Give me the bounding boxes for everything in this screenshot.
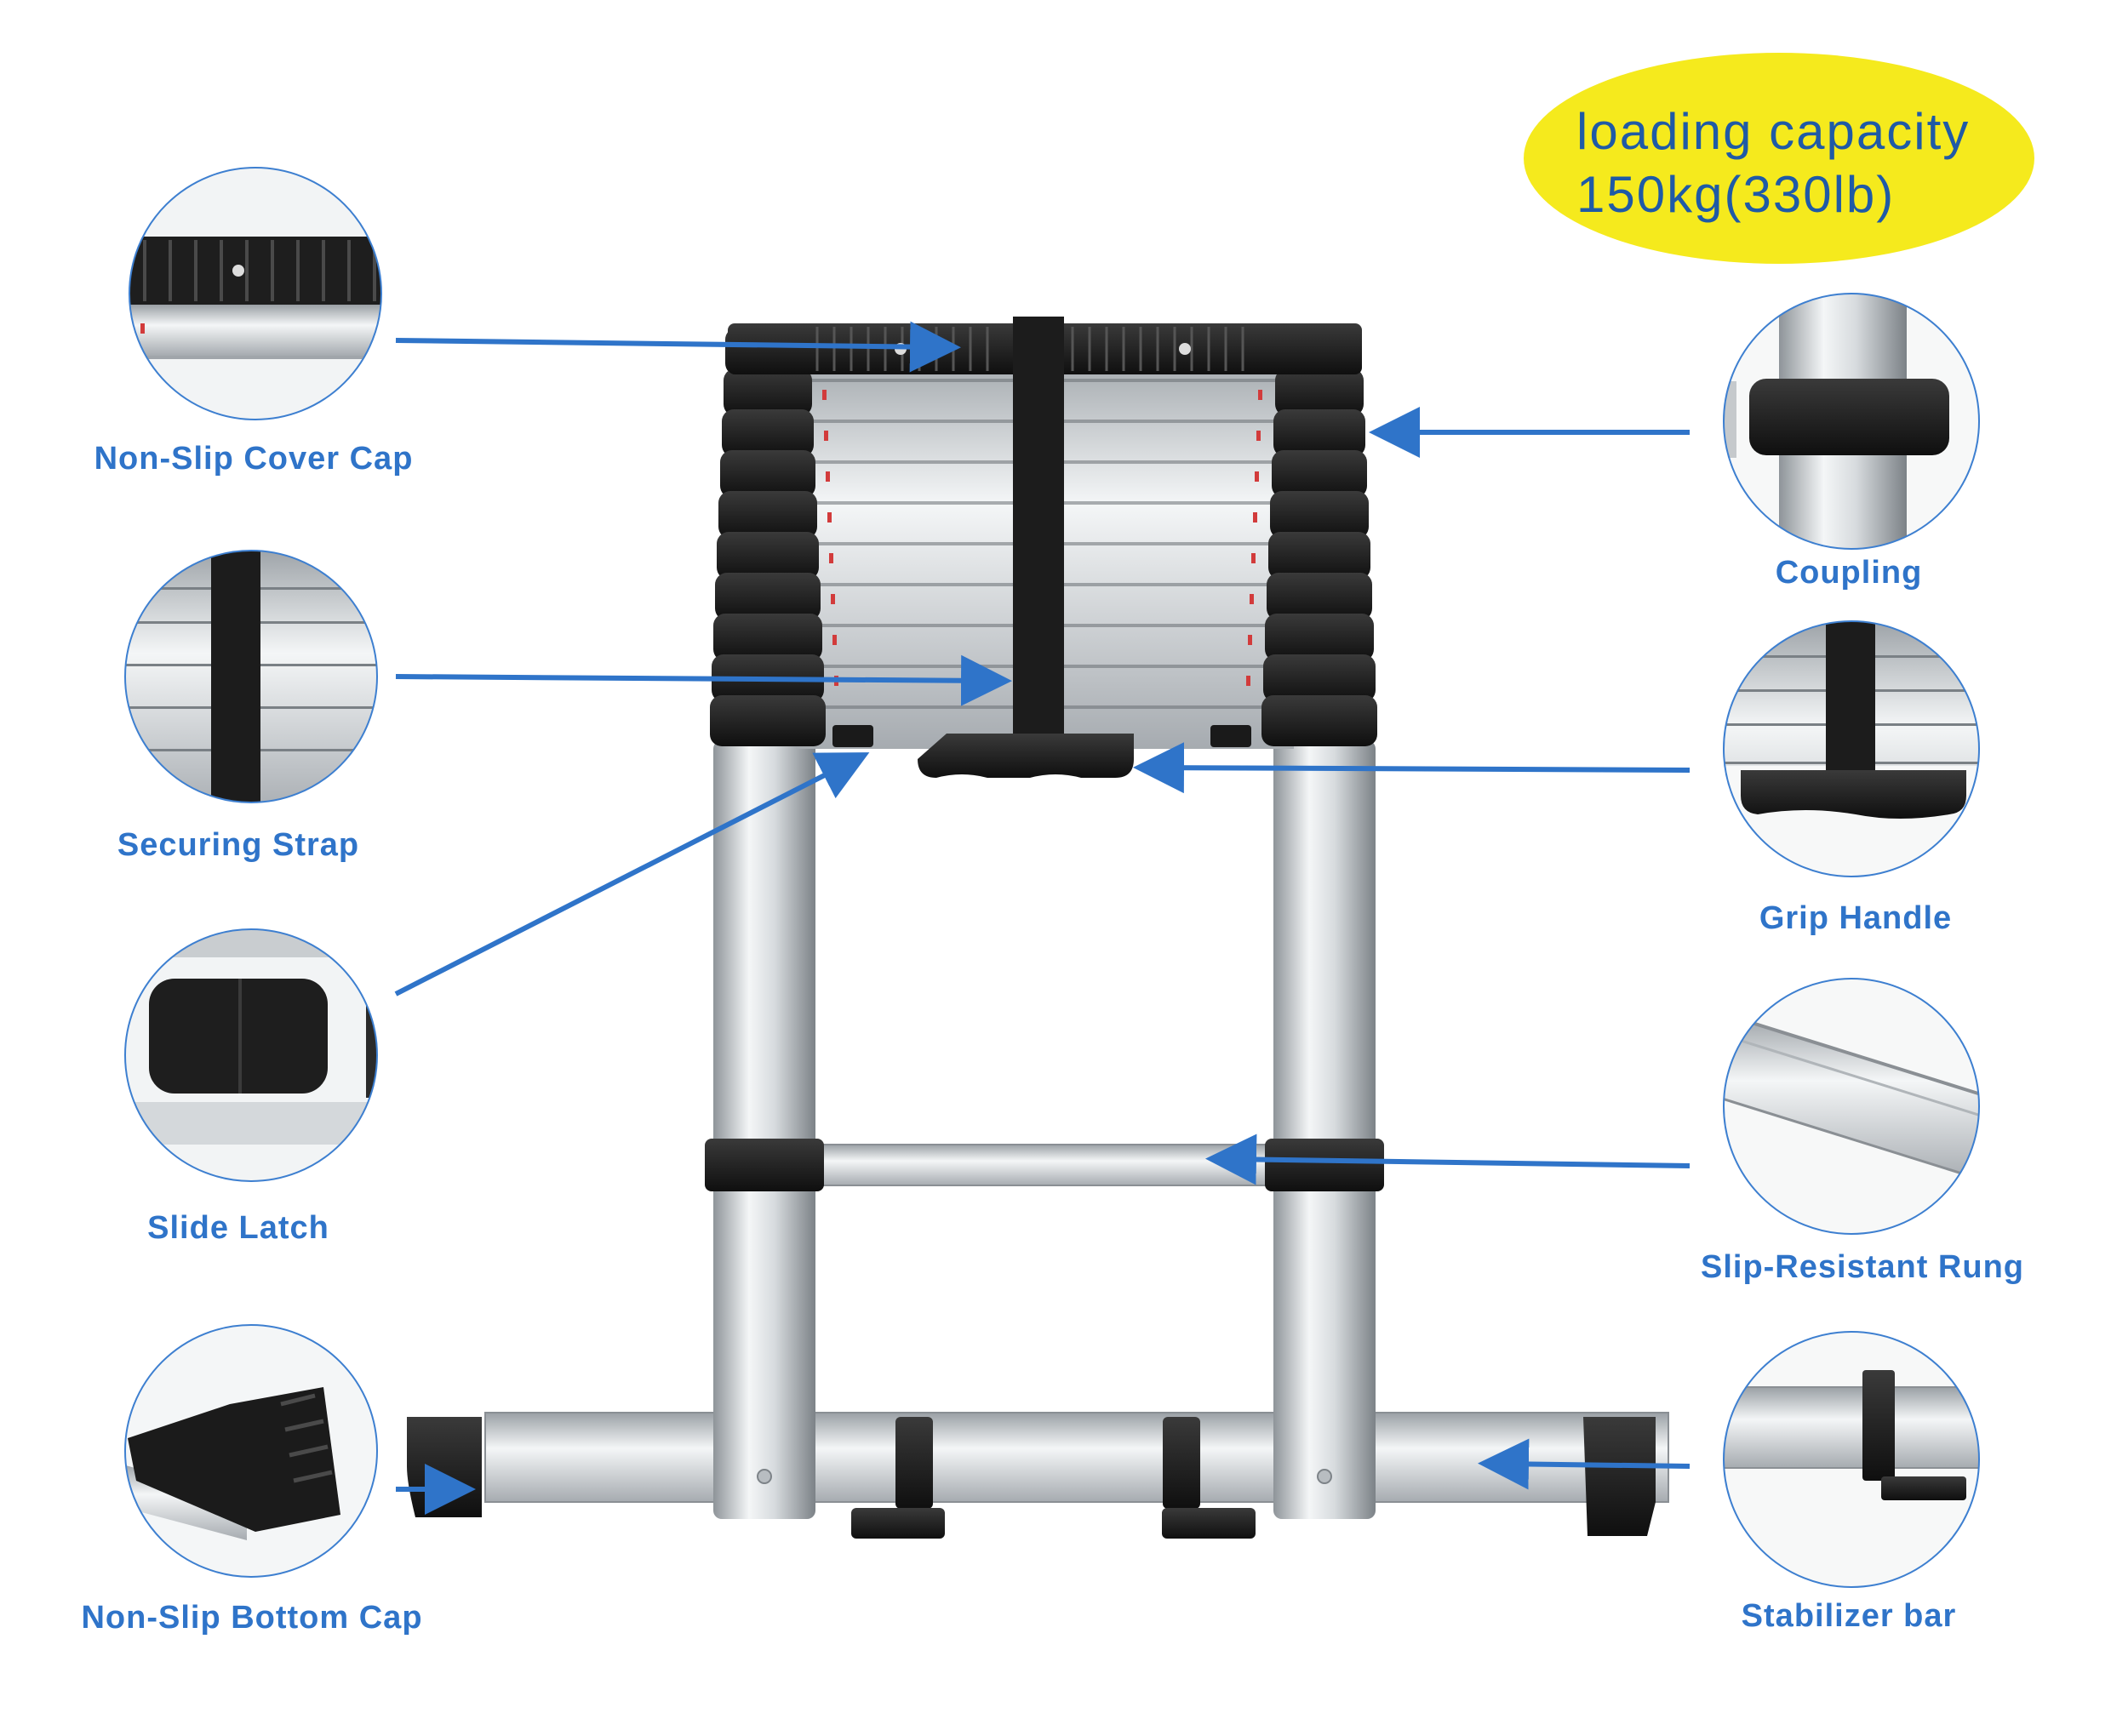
detail-grip-handle bbox=[1723, 620, 1980, 877]
stabilizer-feet bbox=[851, 1417, 1256, 1539]
label-rung: Slip-Resistant Rung bbox=[1700, 1249, 2025, 1285]
label-slide-latch: Slide Latch bbox=[147, 1210, 329, 1246]
bottom-cap-right bbox=[1583, 1417, 1656, 1536]
capacity-bubble: loading capacity 150kg(330lb) bbox=[1524, 53, 2034, 264]
bottom-cap-left bbox=[407, 1417, 482, 1517]
arrow-cover-cap bbox=[395, 321, 961, 373]
detail-bottom-cap bbox=[124, 1324, 378, 1578]
capacity-text: loading capacity 150kg(330lb) bbox=[1576, 100, 1970, 226]
label-bottom-cap: Non-Slip Bottom Cap bbox=[81, 1600, 423, 1636]
detail-securing-strap bbox=[124, 550, 378, 803]
coupling-right bbox=[1265, 1139, 1384, 1191]
ladder bbox=[407, 317, 1669, 1539]
label-securing-strap: Securing Strap bbox=[117, 827, 360, 863]
detail-coupling bbox=[1723, 293, 1980, 550]
slide-latch-left bbox=[832, 725, 873, 747]
grip-handle bbox=[918, 734, 1134, 778]
capacity-line-2: 150kg(330lb) bbox=[1576, 166, 1896, 223]
arrow-rung bbox=[1205, 1134, 1691, 1185]
arrow-slide-latch bbox=[394, 752, 870, 996]
arrow-securing-strap bbox=[395, 654, 1012, 706]
left-stile bbox=[713, 740, 815, 1519]
stabilizer-bar bbox=[484, 1412, 1669, 1503]
detail-cover-cap bbox=[129, 167, 382, 420]
label-cover-cap: Non-Slip Cover Cap bbox=[94, 441, 414, 477]
arrow-grip-handle bbox=[1133, 742, 1691, 794]
detail-stabilizer bbox=[1723, 1331, 1980, 1588]
label-coupling: Coupling bbox=[1775, 555, 1923, 591]
detail-slide-latch bbox=[124, 928, 378, 1182]
slip-resistant-rung bbox=[815, 1144, 1274, 1186]
label-stabilizer: Stabilizer bar bbox=[1741, 1598, 1957, 1634]
arrow-stabilizer bbox=[1478, 1438, 1691, 1490]
callout-arrows bbox=[394, 321, 1691, 1515]
capacity-line-1: loading capacity bbox=[1576, 103, 1971, 160]
right-stile bbox=[1273, 740, 1376, 1519]
detail-rung bbox=[1723, 978, 1980, 1235]
slide-latch-right bbox=[1210, 725, 1251, 747]
securing-strap bbox=[1013, 317, 1064, 740]
label-grip-handle: Grip Handle bbox=[1759, 900, 1953, 936]
coupling-left bbox=[705, 1139, 824, 1191]
